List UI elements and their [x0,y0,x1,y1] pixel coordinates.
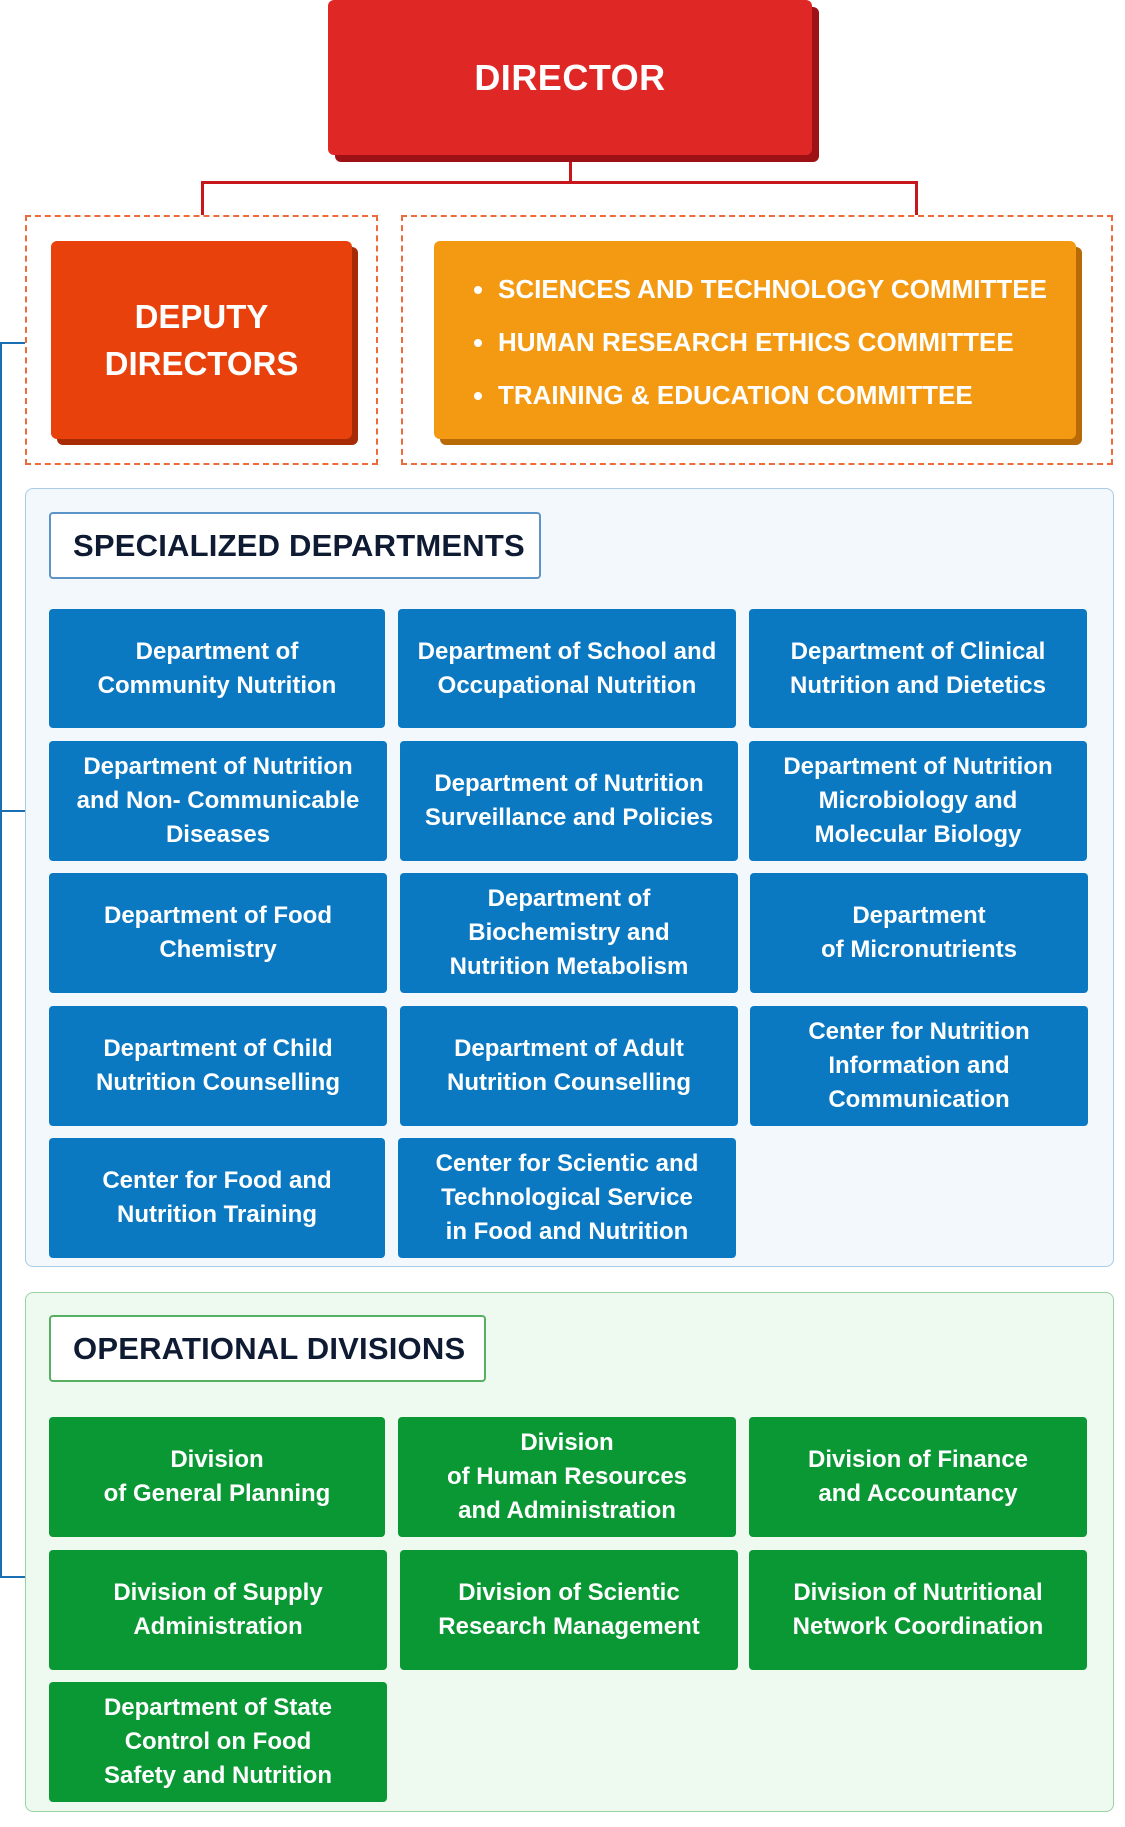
committee-item: HUMAN RESEARCH ETHICS COMMITTEE [474,316,1076,369]
division-box: Division of General Planning [49,1417,385,1537]
section-title-text: SPECIALIZED DEPARTMENTS [73,527,525,563]
deputy-group [25,215,378,465]
department-box: Department of Nutrition Surveillance and… [400,741,738,861]
department-box: Department of Clinical Nutrition and Die… [749,609,1087,728]
bullet-icon [474,391,482,400]
department-box: Department of Nutrition Microbiology and… [749,741,1087,861]
committee-label: SCIENCES AND TECHNOLOGY COMMITTEE [498,274,1047,304]
department-box: Department of Biochemistry and Nutrition… [400,873,738,993]
department-box: Department of School and Occupational Nu… [398,609,736,728]
director-box: DIRECTOR [328,0,812,155]
connector-horizontal [201,181,918,184]
bullet-icon [474,285,482,294]
department-box: Department of Food Chemistry [49,873,387,993]
division-box: Division of Finance and Accountancy [749,1417,1087,1537]
deputy-line-2: DIRECTORS [104,345,299,382]
connector-right-drop [915,181,918,215]
department-box: Center for Scientic and Technological Se… [398,1138,736,1258]
department-box: Department of Adult Nutrition Counsellin… [400,1006,738,1126]
specialized-departments-title: SPECIALIZED DEPARTMENTS [49,512,541,579]
connector-branch-spec [0,810,25,812]
connector-director-down [569,155,572,183]
committee-item: TRAINING & EDUCATION COMMITTEE [474,369,1076,422]
connector-left-vertical [0,342,2,1578]
department-box: Center for Food and Nutrition Training [49,1138,385,1258]
section-title-text: OPERATIONAL DIVISIONS [73,1330,466,1366]
department-box: Center for Nutrition Information and Com… [750,1006,1088,1126]
operational-divisions-title: OPERATIONAL DIVISIONS [49,1315,486,1382]
department-box: Department of Child Nutrition Counsellin… [49,1006,387,1126]
division-box: Division of Human Resources and Administ… [398,1417,736,1537]
department-box: Department of Nutrition and Non- Communi… [49,741,387,861]
division-box: Division of Supply Administration [49,1550,387,1670]
committee-list: SCIENCES AND TECHNOLOGY COMMITTEE HUMAN … [474,263,1076,422]
division-box: Department of State Control on Food Safe… [49,1682,387,1802]
deputy-directors-box: DEPUTY DIRECTORS [51,241,352,439]
director-label: DIRECTOR [474,56,666,98]
bullet-icon [474,338,482,347]
deputy-line-1: DEPUTY [134,298,269,335]
committee-label: TRAINING & EDUCATION COMMITTEE [498,380,973,410]
committees-group [401,215,1113,465]
connector-branch-top [0,342,25,344]
department-box: Department of Micronutrients [750,873,1088,993]
committees-box: SCIENCES AND TECHNOLOGY COMMITTEE HUMAN … [434,241,1076,439]
connector-left-drop [201,181,204,215]
department-box: Department of Community Nutrition [49,609,385,728]
committee-item: SCIENCES AND TECHNOLOGY COMMITTEE [474,263,1076,316]
committee-label: HUMAN RESEARCH ETHICS COMMITTEE [498,327,1014,357]
division-box: Division of Scientic Research Management [400,1550,738,1670]
connector-branch-ops [0,1576,25,1578]
division-box: Division of Nutritional Network Coordina… [749,1550,1087,1670]
